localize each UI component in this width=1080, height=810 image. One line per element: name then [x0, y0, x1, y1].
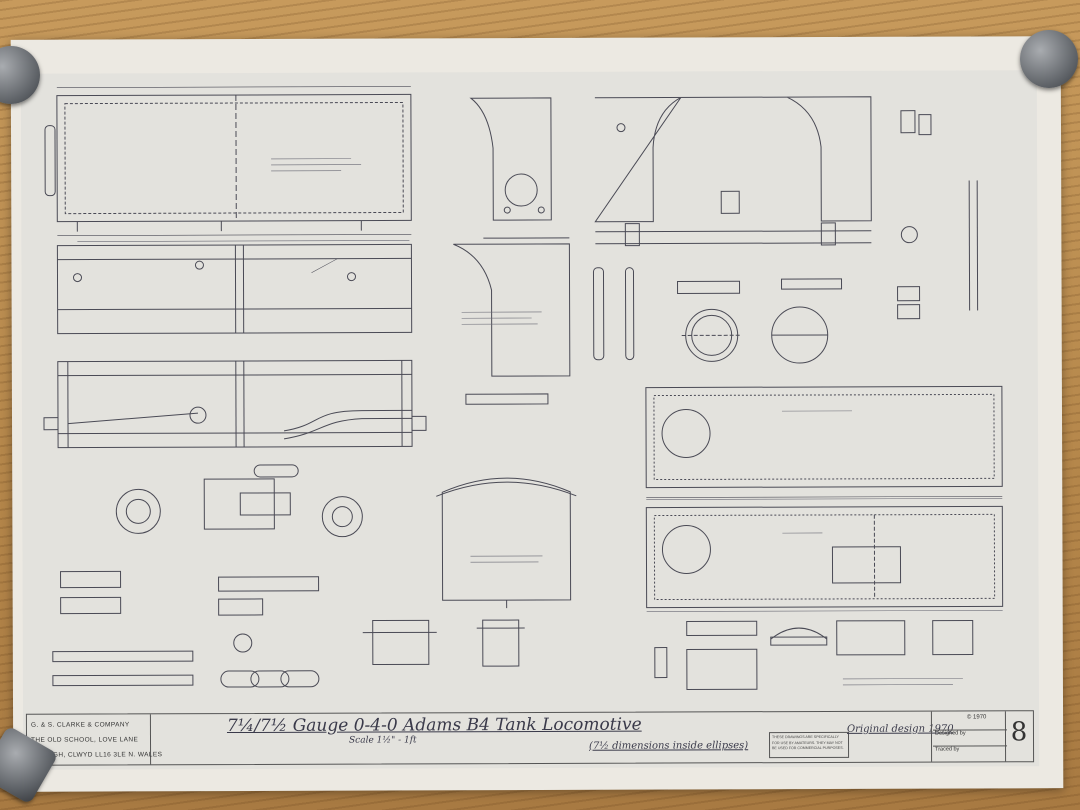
legal-note: THESE DRAWINGS ARE SPECIFICALLY FOR USE … [768, 731, 850, 759]
traced-by: Traced by [933, 745, 1008, 753]
drawing-title: 7¼/7½ Gauge 0-4-0 Adams B4 Tank Locomoti… [226, 714, 642, 737]
ring-fittings [681, 306, 829, 364]
side-tank-drawing-middle [56, 243, 413, 335]
handrail-drawing [592, 267, 843, 361]
copyright-year: © 1970 [966, 714, 987, 721]
right-bottom-parts [654, 619, 974, 690]
footplate-lower [645, 505, 1004, 609]
company-line: G. & S. CLARKE & COMPANY [30, 721, 130, 729]
chain-drawing [52, 650, 320, 688]
title-block-divider [930, 711, 933, 762]
drawing-sheet [20, 70, 1040, 770]
lower-left-detail-parts [60, 464, 363, 653]
side-tank-drawing-top [44, 86, 412, 236]
drawing-scale: Scale 1½" - 1ft [348, 735, 417, 746]
title-block: G. & S. CLARKE & COMPANY THE OLD SCHOOL,… [25, 710, 1035, 766]
footplate-upper [645, 385, 1003, 498]
company-line: THE OLD SCHOOL, LOVE LANE [30, 736, 139, 744]
engineering-drawing [43, 86, 1004, 690]
magnet-icon [1020, 30, 1078, 88]
bunker-drawing [453, 97, 571, 405]
centre-bottom-fittings [362, 619, 525, 667]
small-fittings-top-right [897, 110, 979, 320]
designed-by: Designed by [932, 729, 1007, 737]
dimension-note: (7½ dimensions inside ellipses) [589, 740, 749, 752]
side-tank-drawing-lower [43, 359, 427, 449]
cab-front-drawing [594, 96, 872, 247]
cab-rear-drawing [436, 477, 577, 609]
sheet-number: 8 [1010, 717, 1028, 748]
dimension-annotations [77, 158, 1003, 686]
